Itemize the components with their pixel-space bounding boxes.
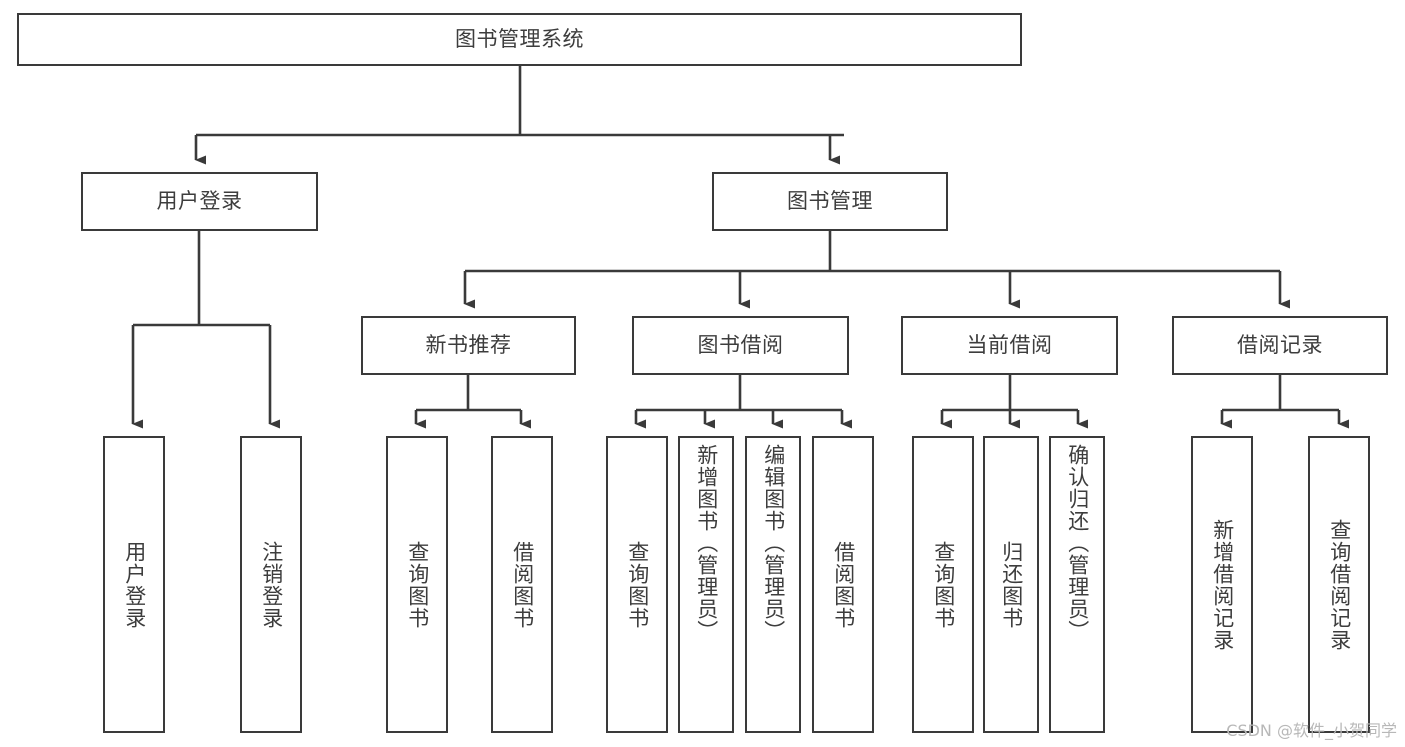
leaf-add-book-admin-label: 新增图书（管理员） bbox=[694, 444, 719, 642]
leaf-edit-book-admin-label: 编辑图书（管理员） bbox=[761, 444, 786, 642]
leaf-query-borrow-record-label: 查询借阅记录 bbox=[1327, 518, 1352, 651]
node-book-management[interactable]: 图书管理 bbox=[712, 172, 948, 231]
node-book-management-label: 图书管理 bbox=[787, 189, 873, 213]
node-borrow-record[interactable]: 借阅记录 bbox=[1172, 316, 1388, 375]
leaf-query-book-borrow-label: 查询图书 bbox=[625, 540, 650, 629]
leaf-query-book-borrow[interactable]: 查询图书 bbox=[606, 436, 668, 733]
node-user-login[interactable]: 用户登录 bbox=[81, 172, 318, 231]
node-borrow-record-label: 借阅记录 bbox=[1237, 333, 1323, 357]
leaf-query-book-current[interactable]: 查询图书 bbox=[912, 436, 974, 733]
leaf-return-book-label: 归还图书 bbox=[999, 540, 1024, 629]
node-root[interactable]: 图书管理系统 bbox=[17, 13, 1022, 66]
leaf-borrow-book-recommend[interactable]: 借阅图书 bbox=[491, 436, 553, 733]
watermark-text: CSDN @软件_小贺同学 bbox=[1226, 721, 1397, 740]
leaf-confirm-return-admin-label: 确认归还（管理员） bbox=[1065, 444, 1090, 642]
leaf-logout[interactable]: 注销登录 bbox=[240, 436, 302, 733]
node-new-book-recommend-label: 新书推荐 bbox=[425, 333, 512, 357]
leaf-add-borrow-record-label: 新增借阅记录 bbox=[1210, 518, 1235, 651]
node-current-borrow-label: 当前借阅 bbox=[966, 333, 1053, 357]
leaf-borrow-book-borrow[interactable]: 借阅图书 bbox=[812, 436, 874, 733]
leaf-edit-book-admin[interactable]: 编辑图书（管理员） bbox=[745, 436, 801, 733]
leaf-query-book-current-label: 查询图书 bbox=[931, 540, 956, 629]
leaf-confirm-return-admin[interactable]: 确认归还（管理员） bbox=[1049, 436, 1105, 733]
leaf-add-borrow-record[interactable]: 新增借阅记录 bbox=[1191, 436, 1253, 733]
node-root-label: 图书管理系统 bbox=[455, 27, 584, 51]
leaf-query-book-recommend[interactable]: 查询图书 bbox=[386, 436, 448, 733]
leaf-query-borrow-record[interactable]: 查询借阅记录 bbox=[1308, 436, 1370, 733]
node-user-login-label: 用户登录 bbox=[156, 189, 243, 213]
leaf-borrow-book-borrow-label: 借阅图书 bbox=[831, 540, 856, 629]
leaf-logout-label: 注销登录 bbox=[259, 540, 284, 629]
leaf-user-login[interactable]: 用户登录 bbox=[103, 436, 165, 733]
leaf-query-book-recommend-label: 查询图书 bbox=[405, 540, 430, 629]
leaf-return-book[interactable]: 归还图书 bbox=[983, 436, 1039, 733]
node-current-borrow[interactable]: 当前借阅 bbox=[901, 316, 1118, 375]
node-book-borrow[interactable]: 图书借阅 bbox=[632, 316, 849, 375]
node-book-borrow-label: 图书借阅 bbox=[697, 333, 784, 357]
leaf-add-book-admin[interactable]: 新增图书（管理员） bbox=[678, 436, 734, 733]
leaf-user-login-label: 用户登录 bbox=[122, 540, 147, 629]
leaf-borrow-book-recommend-label: 借阅图书 bbox=[510, 540, 535, 629]
node-new-book-recommend[interactable]: 新书推荐 bbox=[361, 316, 576, 375]
